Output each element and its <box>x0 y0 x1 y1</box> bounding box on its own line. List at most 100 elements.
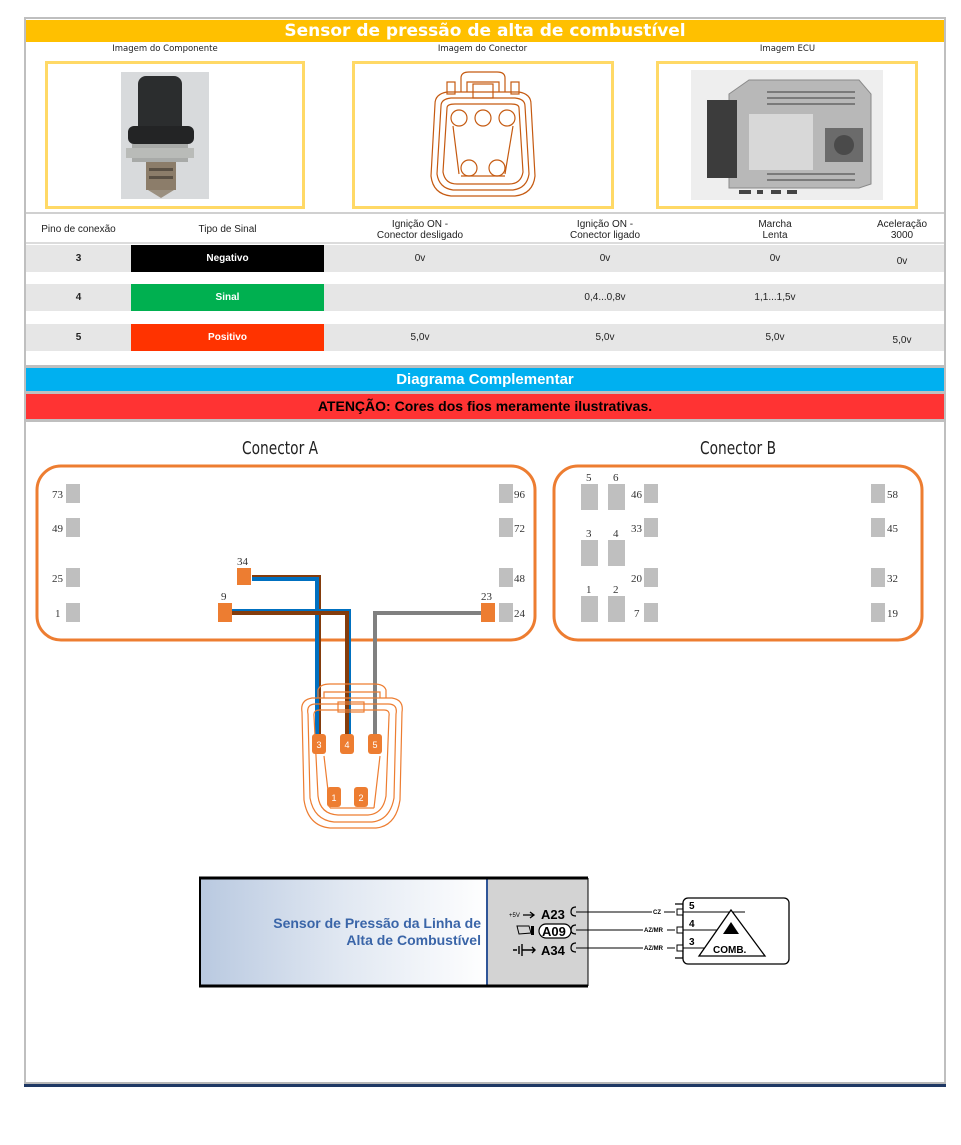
ecu-pin-block <box>487 879 588 985</box>
header-accel-line1: Aceleração <box>876 219 928 230</box>
pin-a-23-active <box>481 603 495 622</box>
pin-b-58 <box>871 484 885 503</box>
pin-b-20 <box>644 568 658 587</box>
pin-a-24 <box>499 603 513 622</box>
header-ign-off-line1: Ignição ON - <box>391 219 449 230</box>
value-cell: 0v <box>896 256 908 267</box>
pin-label: 20 <box>631 573 643 585</box>
wiring-diagram: 73 49 25 1 96 72 48 24 34 9 23 <box>35 464 924 829</box>
connector-b-outline <box>552 464 924 642</box>
pin-label: 23 <box>481 591 493 603</box>
pin-label: 2 <box>613 584 619 596</box>
component-image-frame <box>45 61 305 209</box>
header-accel-line2: 3000 <box>890 230 914 241</box>
ecu-image-frame <box>656 61 918 209</box>
pin-a-96 <box>499 484 513 503</box>
header-ign-off: Ignição ON - Conector desligado <box>330 219 510 241</box>
pin-label: 1 <box>55 608 61 620</box>
pin-label: 48 <box>514 573 526 585</box>
sensor-pin-5-label: 5 <box>689 901 695 912</box>
header-ign-on-line1: Ignição ON - <box>576 219 634 230</box>
pin-label: 34 <box>237 556 249 568</box>
header-signal-type: Tipo de Sinal <box>198 224 257 235</box>
sensor-pin-label: 5 <box>372 740 377 750</box>
wire-23-gray <box>373 611 483 740</box>
sensor-pin-4-label: 4 <box>689 919 695 930</box>
pin-label: 5 <box>586 472 592 484</box>
pin-label: 24 <box>514 608 526 620</box>
ecu-image-caption: Imagem ECU <box>759 44 816 54</box>
connector-image-frame <box>352 61 614 209</box>
header-pin: Pino de conexão <box>41 224 116 235</box>
sensor-pin-5 <box>368 734 382 754</box>
pin-label: 7 <box>634 608 640 620</box>
connector-a-outline <box>35 464 537 642</box>
wire-34-blue <box>252 577 319 740</box>
pin-b-19 <box>871 603 885 622</box>
pin-label: 19 <box>887 608 899 620</box>
sensor-pin-2 <box>354 787 368 807</box>
component-image-caption: Imagem do Componente <box>112 44 218 54</box>
pin-a-34-active <box>237 568 251 585</box>
sensor-pin-label: 1 <box>331 793 336 803</box>
pin-cell: 3 <box>75 253 82 264</box>
pin-b-2 <box>608 596 625 622</box>
value-cell: 0v <box>414 253 426 264</box>
divider <box>26 242 944 244</box>
ecu-pin-a23: A23 <box>541 907 565 922</box>
pin-b-32 <box>871 568 885 587</box>
wire-color-warning: ATENÇÃO: Cores dos fios meramente ilustr… <box>26 394 944 419</box>
divider <box>26 365 944 368</box>
pin-label: 46 <box>631 489 643 501</box>
pin-b-6 <box>608 484 625 510</box>
pin-a-9-active <box>218 603 232 622</box>
value-cell: 0v <box>769 253 781 264</box>
sensor-pin-3 <box>312 734 326 754</box>
pin-label: 4 <box>613 528 619 540</box>
sensor-pin-label: 2 <box>358 793 363 803</box>
pin-a-25 <box>66 568 80 587</box>
header-idle-line1: Marcha <box>758 219 792 230</box>
header-accel: Aceleração 3000 <box>862 219 942 241</box>
pin-label: 49 <box>52 523 64 535</box>
signal-badge-negative: Negativo <box>131 245 324 272</box>
header-ign-on-line2: Conector ligado <box>569 230 641 241</box>
header-idle: Marcha Lenta <box>715 219 835 241</box>
divider <box>26 212 944 214</box>
sensor-symbol <box>675 897 790 965</box>
value-cell: 5,0v <box>765 332 785 343</box>
wire-9-brown <box>232 611 349 740</box>
header-ign-off-line2: Conector desligado <box>376 230 464 241</box>
connector-image-caption: Imagem do Conector <box>437 44 528 54</box>
header-ign-on: Ignição ON - Conector ligado <box>515 219 695 241</box>
pin-label: 9 <box>221 591 227 603</box>
page-title: Sensor de pressão de alta de combustível <box>26 20 944 42</box>
connector-a-title: Conector A <box>241 438 319 459</box>
value-cell: 5,0v <box>892 335 912 346</box>
pin-a-72 <box>499 518 513 537</box>
divider <box>26 419 944 422</box>
value-cell: 1,1...1,5v <box>754 292 796 303</box>
pin-b-46 <box>644 484 658 503</box>
pin-b-5 <box>581 484 598 510</box>
pin-b-1 <box>581 596 598 622</box>
ground-arrow-icon <box>513 944 536 956</box>
sheet-bottom-border <box>24 1082 946 1084</box>
sensor-pin-3-label: 3 <box>689 937 695 948</box>
sensor-pin-label: 4 <box>344 740 349 750</box>
divider <box>26 391 944 394</box>
sensor-connector-drawing <box>301 683 403 829</box>
sensor-type-label: COMB. <box>713 945 747 956</box>
pin-label: 72 <box>514 523 525 535</box>
pin-label: 33 <box>631 523 643 535</box>
pin-cell: 5 <box>75 332 82 343</box>
pin-label: 3 <box>586 528 592 540</box>
pin-cell: 4 <box>75 292 82 303</box>
signal-hand-icon <box>516 925 534 935</box>
wire-label-cz: CZ <box>653 910 661 916</box>
supply-arrow-icon <box>523 911 536 919</box>
wire-label-az-mr: AZ/MR <box>644 928 664 934</box>
pin-b-7 <box>644 603 658 622</box>
pin-label: 32 <box>887 573 898 585</box>
schematic-diagram: Sensor de Pressão da Linha de Alta de Co… <box>199 876 790 988</box>
